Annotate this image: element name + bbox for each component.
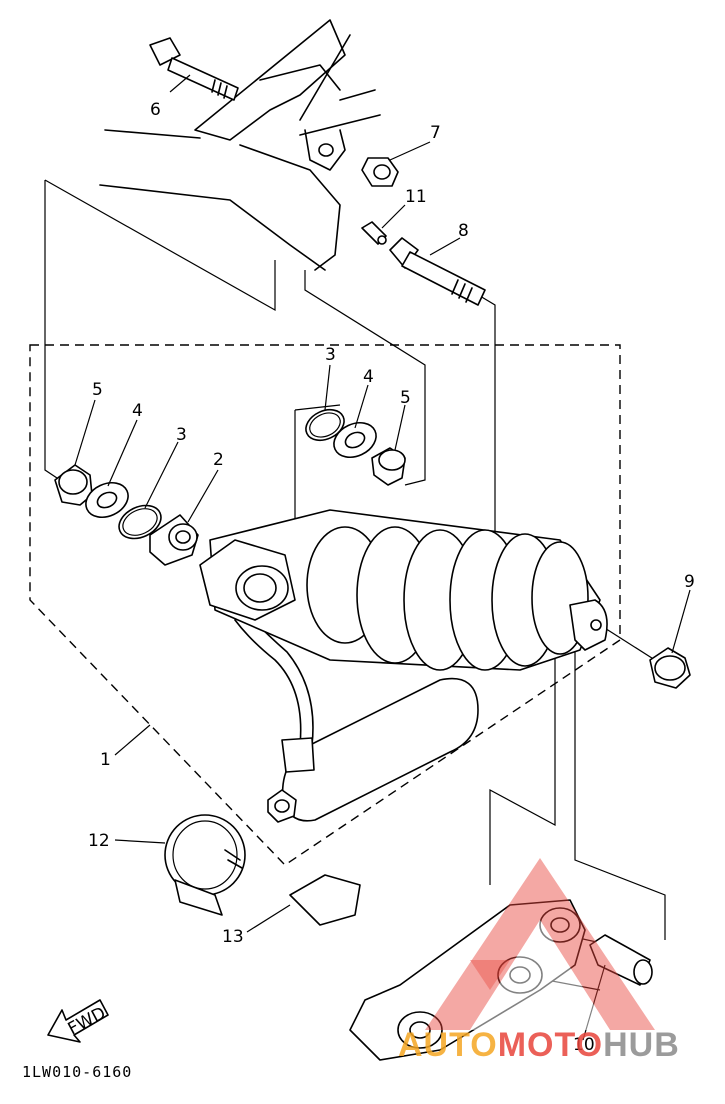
watermark-text: AUTOMOTOHUB (398, 1026, 680, 1064)
callout-numbers: 6 7 11 8 5 4 3 2 3 4 5 9 1 12 13 10 (88, 100, 695, 1055)
callout-1: 1 (100, 750, 111, 770)
callout-13: 13 (222, 927, 244, 947)
frame-section (99, 19, 381, 271)
bushing-5-right (371, 447, 406, 486)
drawing-code: 1LW010-6160 (22, 1063, 132, 1081)
callout-6: 6 (150, 100, 161, 120)
callout-4-left: 4 (132, 401, 143, 421)
callout-2: 2 (213, 450, 224, 470)
bolt-8 (389, 237, 486, 306)
watermark-hub: HUB (603, 1026, 680, 1064)
callout-5-left: 5 (92, 380, 103, 400)
watermark-moto: MOTO (498, 1026, 603, 1064)
collar-10 (589, 934, 653, 986)
washer-4-right (333, 421, 377, 459)
callout-4-right: 4 (363, 367, 374, 387)
callout-3-right: 3 (325, 345, 336, 365)
watermark-logo-triangles (425, 858, 655, 1030)
pad-13 (289, 874, 361, 926)
hose-clamp-12 (164, 814, 246, 916)
fwd-arrow-icon: FWD (47, 999, 109, 1043)
callout-12: 12 (88, 831, 110, 851)
watermark-auto: AUTO (398, 1026, 498, 1064)
callout-8: 8 (458, 221, 469, 241)
callout-5-right: 5 (400, 388, 411, 408)
washer-4-left (85, 481, 129, 519)
bushing-9 (649, 647, 691, 689)
circlip-3-right (305, 408, 345, 442)
callout-9: 9 (684, 572, 695, 592)
automotohub-watermark: AUTOMOTOHUB (398, 858, 680, 1064)
circlip-3-left (118, 504, 162, 540)
callout-10: 10 (573, 1035, 595, 1055)
callout-7: 7 (430, 123, 441, 143)
bolt-6 (149, 37, 239, 101)
shock-absorber-1 (199, 509, 608, 823)
callout-11: 11 (405, 187, 427, 207)
callout-3-left: 3 (176, 425, 187, 445)
nut-7 (361, 157, 399, 187)
assembly-outline (29, 344, 621, 866)
bearing-2 (149, 514, 199, 566)
grease-nipple-11 (361, 221, 387, 245)
